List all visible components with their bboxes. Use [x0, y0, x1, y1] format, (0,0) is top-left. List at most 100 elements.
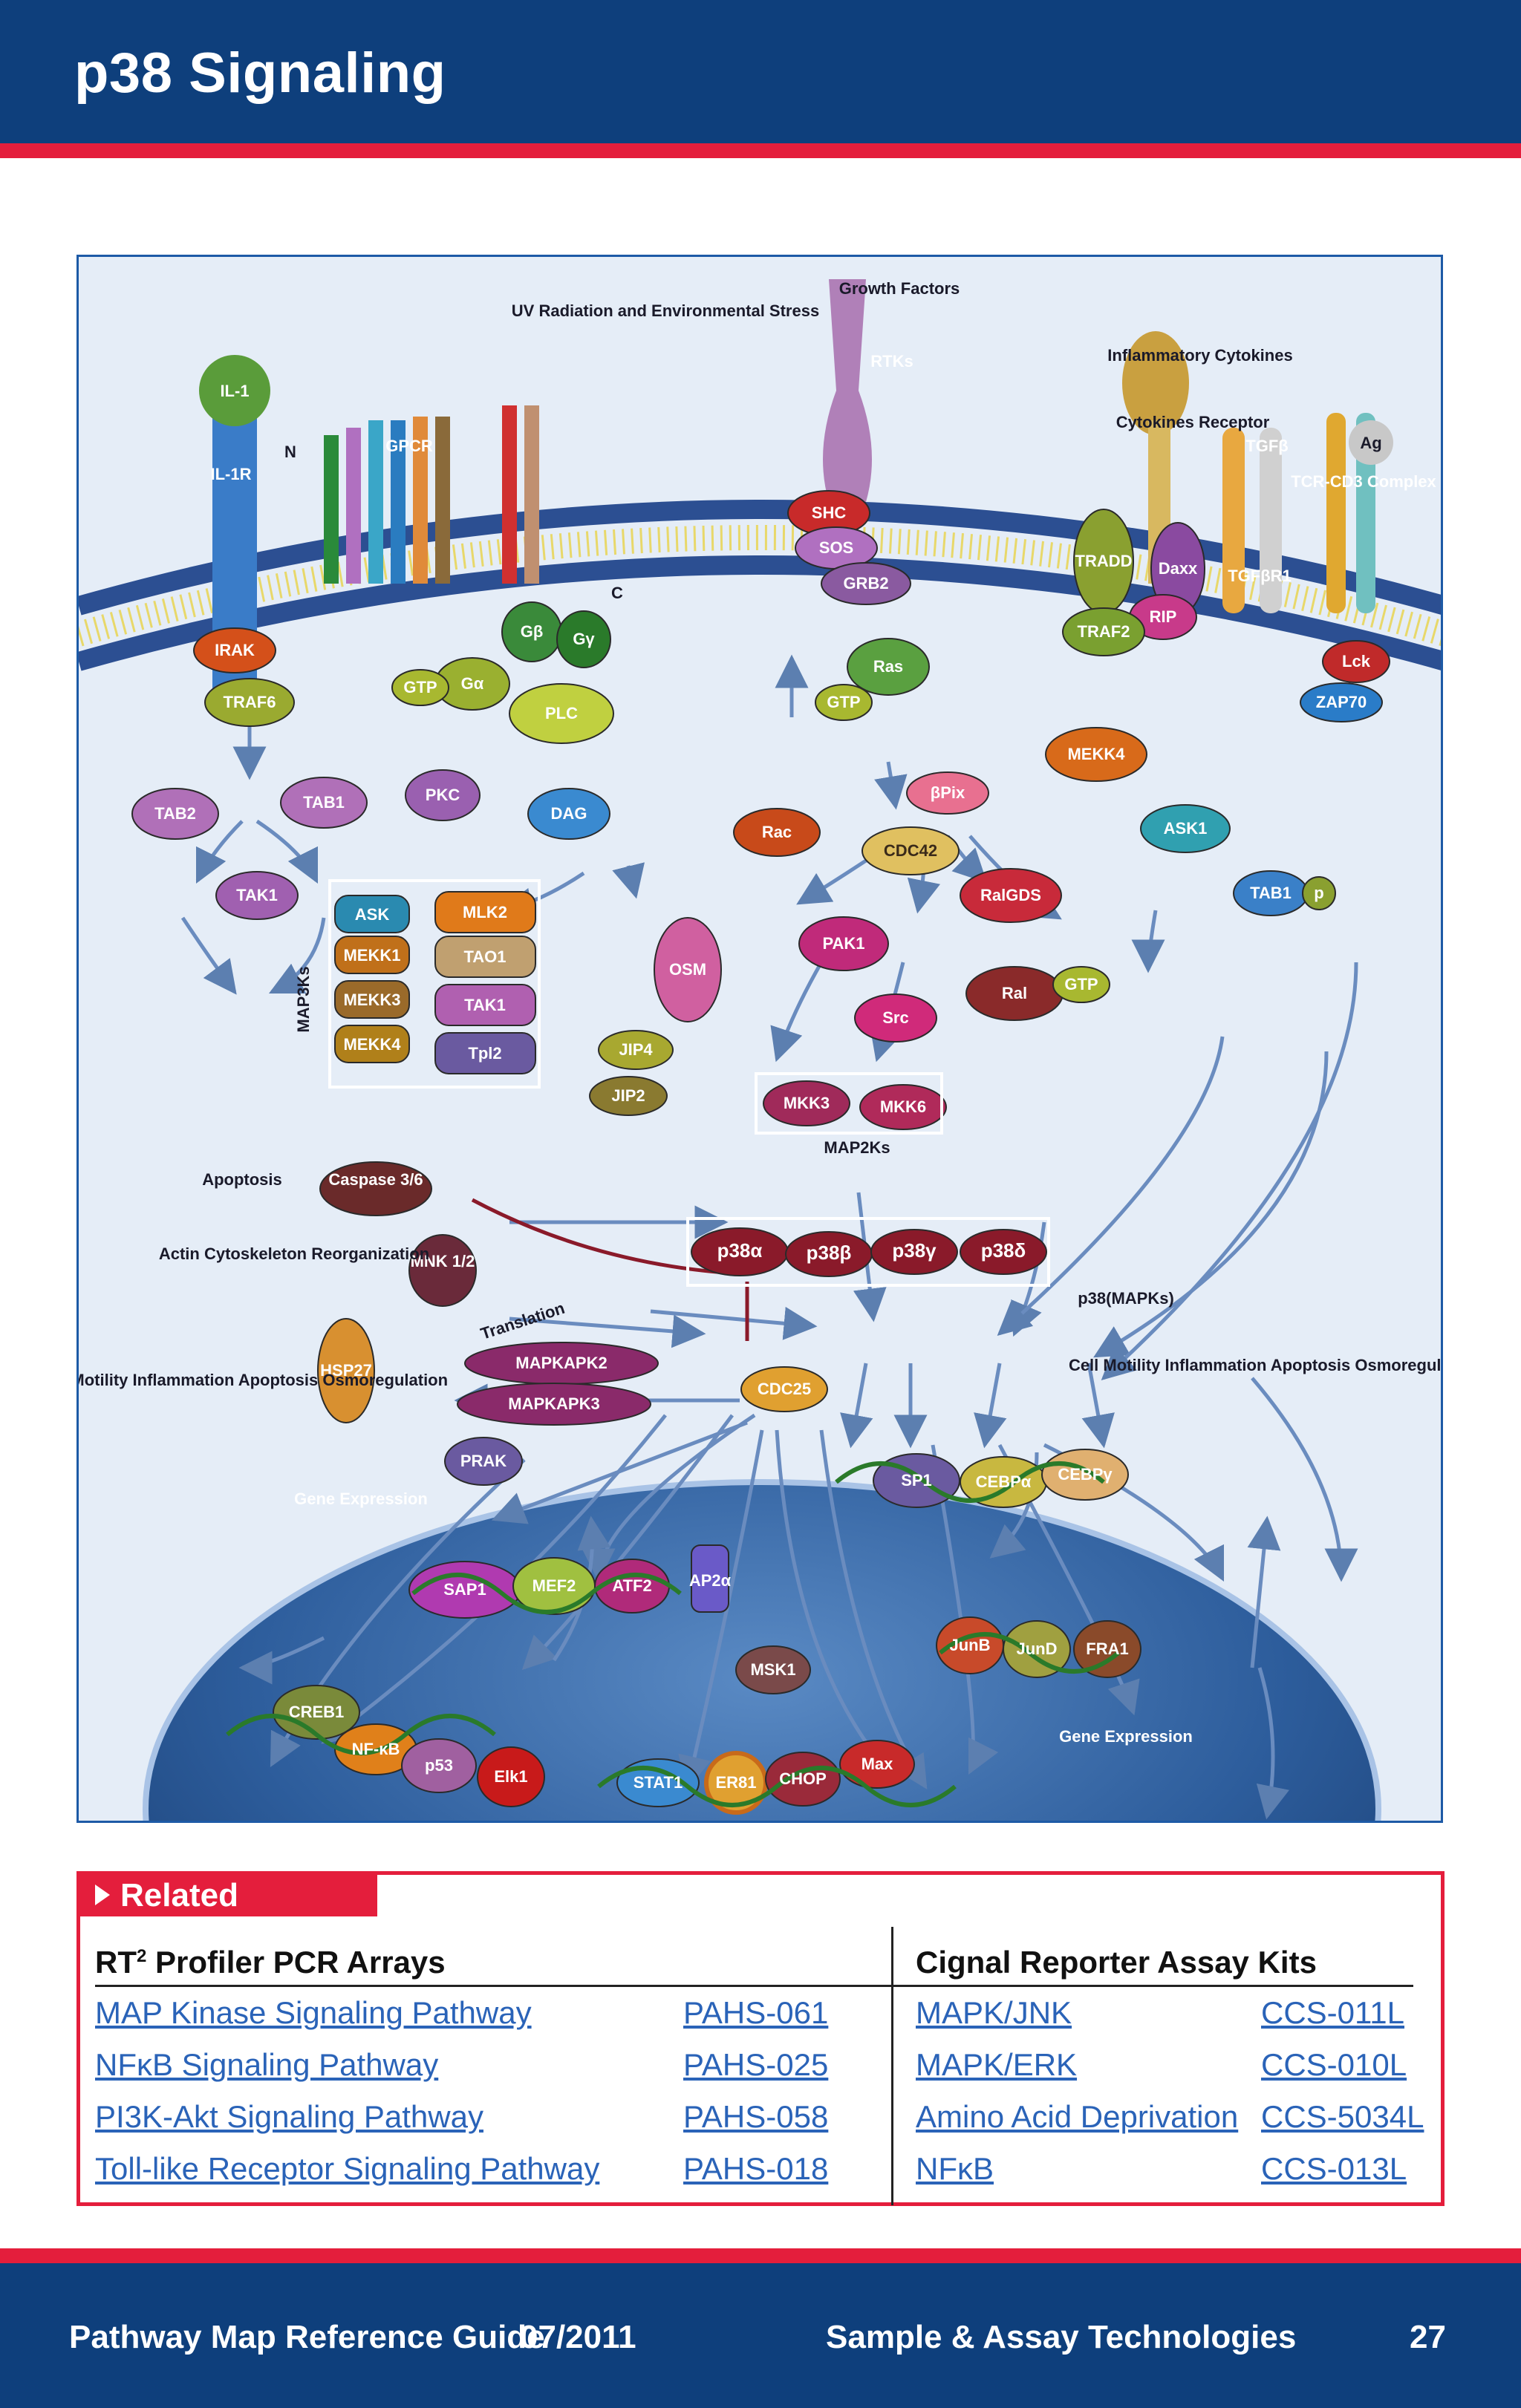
link-nfkb-kit[interactable]: NFκB — [916, 2151, 994, 2186]
chop-label: CHOP — [779, 1769, 827, 1788]
uv-label: UV Radiation and Environmental Stress — [512, 301, 819, 320]
geneexp-right-label: Gene Expression — [1059, 1727, 1193, 1746]
jip2-label: JIP2 — [611, 1086, 645, 1105]
bpix-label: βPix — [931, 783, 965, 802]
cebpg-label: CEBPγ — [1058, 1465, 1113, 1484]
tradd-label: TRADD — [1075, 552, 1133, 570]
cebpa-label: CEBPα — [976, 1472, 1032, 1491]
hsp27-label: HSP27 — [320, 1361, 372, 1380]
link-amino-acid[interactable]: Amino Acid Deprivation — [916, 2099, 1239, 2134]
left-column-header: RT2 Profiler PCR Arrays — [95, 1945, 446, 1980]
junb-label: JunB — [950, 1636, 991, 1654]
osm-label: OSM — [669, 960, 706, 979]
sp1-label: SP1 — [901, 1471, 932, 1489]
mapkapk2-label: MAPKAPK2 — [515, 1354, 607, 1372]
grb2-label: GRB2 — [843, 574, 888, 593]
tao1-label: TAO1 — [463, 947, 506, 966]
mnk-label: MNK 1/2 — [411, 1252, 475, 1270]
prak-label: PRAK — [460, 1452, 507, 1470]
mapkapk3-label: MAPKAPK3 — [508, 1394, 599, 1413]
irak-label: IRAK — [215, 641, 255, 659]
mkk3-label: MKK3 — [784, 1094, 830, 1112]
link-ccs-010l[interactable]: CCS-010L — [1261, 2047, 1407, 2082]
jip4-label: JIP4 — [619, 1040, 653, 1059]
plc-label: PLC — [545, 704, 578, 722]
link-toll-like[interactable]: Toll-like Receptor Signaling Pathway — [95, 2151, 600, 2186]
fra1-label: FRA1 — [1086, 1639, 1128, 1658]
p38a-label: p38α — [717, 1239, 763, 1262]
tak1-label: TAK1 — [236, 886, 278, 904]
er81-label: ER81 — [715, 1773, 756, 1792]
link-map-kinase[interactable]: MAP Kinase Signaling Pathway — [95, 1995, 532, 2030]
tab2-label: TAB2 — [154, 804, 196, 823]
left-header-rule — [95, 1985, 891, 1987]
galpha-label: Gα — [461, 674, 484, 693]
footer-bar — [0, 2263, 1521, 2408]
ralgds-label: RalGDS — [980, 886, 1041, 904]
map3k-shapes — [334, 891, 536, 1074]
zap70-label: ZAP70 — [1316, 693, 1367, 711]
map3k-box — [328, 879, 541, 1089]
il1-label: IL-1 — [220, 382, 249, 400]
play-icon — [95, 1885, 110, 1906]
link-pahs-058[interactable]: PAHS-058 — [683, 2099, 829, 2134]
geneexp-left-label: Gene Expression — [294, 1489, 428, 1508]
footer-guide: Pathway Map Reference Guide — [69, 2319, 545, 2355]
pathway-svg: IL-1 IL-1R GPCR RTKs IRAK TRAF6 GTP Gα G… — [79, 257, 1441, 1821]
atf2-label: ATF2 — [612, 1576, 651, 1595]
mef2-label: MEF2 — [532, 1576, 576, 1595]
tpl2-label: Tpl2 — [468, 1044, 501, 1063]
related-products-tab: Related products — [80, 1875, 377, 1955]
link-nfkb-pathway[interactable]: NFκB Signaling Pathway — [95, 2047, 439, 2082]
footer-date: 07/2011 — [520, 2319, 636, 2355]
sap1-label: SAP1 — [443, 1580, 486, 1599]
link-mapk-erk[interactable]: MAPK/ERK — [916, 2047, 1078, 2082]
link-ccs-5034l[interactable]: CCS-5034L — [1261, 2099, 1424, 2134]
dag-label: DAG — [551, 804, 587, 823]
ask-label: ASK — [355, 905, 390, 924]
mekk4-label: MEKK4 — [1067, 745, 1125, 763]
right-column-header: Cignal Reporter Assay Kits — [916, 1945, 1317, 1980]
related-products-label: Related products — [80, 1877, 238, 1955]
rtks-label: RTKs — [870, 352, 913, 371]
header-bar: p38 Signaling — [0, 0, 1521, 143]
ask1-label: ASK1 — [1164, 819, 1208, 838]
tgfb-label: TGFβ — [1245, 437, 1288, 455]
p38-box — [686, 1217, 1050, 1287]
caspase-label: Caspase 3/6 — [328, 1170, 423, 1189]
il1-ligand — [199, 355, 270, 426]
link-ccs-011l[interactable]: CCS-011L — [1261, 1995, 1404, 2030]
ag-label: Ag — [1360, 434, 1381, 452]
mekk1-label: MEKK1 — [343, 946, 400, 965]
ral-label: Ral — [1002, 984, 1027, 1002]
link-pi3k-akt[interactable]: PI3K-Akt Signaling Pathway — [95, 2099, 483, 2134]
link-ccs-013l[interactable]: CCS-013L — [1261, 2151, 1407, 2186]
right-header-rule — [893, 1985, 1413, 1987]
msk1-label: MSK1 — [750, 1660, 795, 1679]
link-mapk-jnk[interactable]: MAPK/JNK — [916, 1995, 1072, 2030]
tgfb-receptor — [1222, 428, 1282, 613]
tcr-receptor — [1326, 413, 1393, 613]
tak1b-label: TAK1 — [464, 996, 506, 1014]
ap2a-label: AP2α — [689, 1571, 732, 1590]
elk1-label: Elk1 — [494, 1767, 527, 1786]
footer-divider — [0, 2248, 1521, 2263]
p53-label: p53 — [425, 1756, 453, 1775]
gpcr-label: GPCR — [385, 437, 433, 455]
src-label: Src — [882, 1008, 908, 1027]
link-pahs-025[interactable]: PAHS-025 — [683, 2047, 829, 2082]
mekk3-label: MEKK3 — [343, 991, 400, 1009]
dna-strands — [226, 1461, 1120, 1807]
growth-label: Growth Factors — [839, 279, 960, 298]
rac-label: Rac — [762, 823, 792, 841]
link-pahs-018[interactable]: PAHS-018 — [683, 2151, 829, 2186]
mkk6-label: MKK6 — [880, 1097, 926, 1116]
tgfbr1-label: TGFβR1 — [1228, 567, 1292, 585]
gtp3-label: GTP — [1064, 975, 1098, 993]
link-pahs-061[interactable]: PAHS-061 — [683, 1995, 829, 2030]
cdc25-label: CDC25 — [758, 1380, 811, 1398]
actin-label: Actin Cytoskeleton Reorganization — [159, 1244, 429, 1263]
daxx-label: Daxx — [1159, 559, 1198, 578]
rtk-receptor — [823, 279, 872, 502]
map2ks-label: MAP2Ks — [824, 1138, 890, 1157]
